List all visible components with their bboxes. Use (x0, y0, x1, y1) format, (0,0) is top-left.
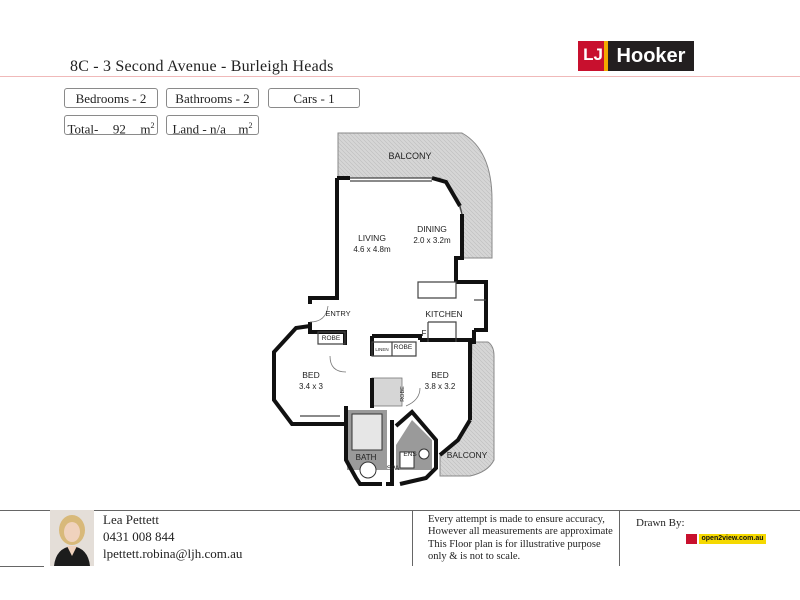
bath-label: BATH (356, 453, 377, 462)
entry-label: ENTRY (325, 309, 350, 318)
fridge-label: F (422, 329, 427, 338)
door-swings (309, 305, 421, 407)
dining-label: DINING (417, 224, 447, 234)
agent-email[interactable]: lpettett.robina@ljh.com.au (103, 546, 243, 561)
kitchen-label: KITCHEN (425, 309, 462, 319)
living-label: LIVING (358, 233, 386, 243)
header-divider (0, 76, 800, 77)
footer-separator-2 (619, 510, 620, 566)
logo-word: Hooker (608, 41, 694, 71)
dining-size: 2.0 x 3.2m (413, 236, 451, 245)
land-area-superscript: 2 (248, 121, 253, 130)
balcony-bottom-label: BALCONY (447, 450, 488, 460)
balcony-top-label: BALCONY (388, 151, 431, 161)
robe-vertical-floor (371, 377, 403, 407)
land-area-label: Land - n/a (172, 121, 226, 137)
total-area-box: Total- 92 m2 (64, 115, 158, 137)
robe-mid-label: ROBE (394, 344, 413, 351)
walls (272, 176, 488, 486)
linen-label: LINEN (375, 347, 388, 352)
bed-left-size: 3.4 x 3 (299, 382, 324, 391)
logo-mark (578, 41, 610, 71)
ens-vanity (399, 451, 415, 469)
logo-mark-text: LJ (583, 45, 603, 64)
footer-divider (0, 510, 800, 511)
open2view-mark (686, 534, 697, 544)
property-address: 8C - 3 Second Avenue - Burleigh Heads (70, 58, 334, 75)
land-area-unit: m (238, 121, 249, 137)
drawn-by-label: Drawn By: (636, 517, 685, 529)
footer-separator-1 (412, 510, 413, 566)
total-area-superscript: 2 (150, 121, 155, 130)
open2view-logo: open2view.com.au (686, 534, 766, 544)
lj-hooker-logo: LJ Hooker (578, 41, 694, 71)
total-area-unit: m (140, 121, 151, 137)
agent-phone[interactable]: 0431 008 844 (103, 529, 175, 544)
open2view-text: open2view.com.au (699, 534, 766, 544)
land-area-box: Land - n/a m2 (166, 115, 259, 137)
bathrooms-box: Bathrooms - 2 (166, 88, 259, 108)
agent-photo (50, 510, 94, 566)
agent-name: Lea Pettett (103, 512, 159, 527)
ens-toilet (418, 448, 430, 460)
bath-tub (351, 413, 383, 451)
robe-vertical-label: ROBE (400, 386, 406, 402)
footer-left-rule (0, 566, 44, 567)
bed-right-size: 3.8 x 3.2 (425, 382, 456, 391)
spa-basin (359, 461, 377, 479)
living-size: 4.6 x 4.8m (353, 245, 391, 254)
windows (300, 177, 486, 417)
disclaimer-text: Every attempt is made to ensure accuracy… (428, 514, 613, 562)
total-area-value: 92 (112, 121, 126, 137)
bed-right-label: BED (431, 370, 448, 380)
robe-left-label: ROBE (322, 335, 341, 342)
cars-box: Cars - 1 (268, 88, 360, 108)
bedrooms-box: Bedrooms - 2 (64, 88, 158, 108)
spa-label: SPA (387, 465, 400, 472)
total-area-label: Total- (67, 121, 99, 137)
ens-label: ENS (403, 451, 417, 458)
bed-left-label: BED (302, 370, 319, 380)
